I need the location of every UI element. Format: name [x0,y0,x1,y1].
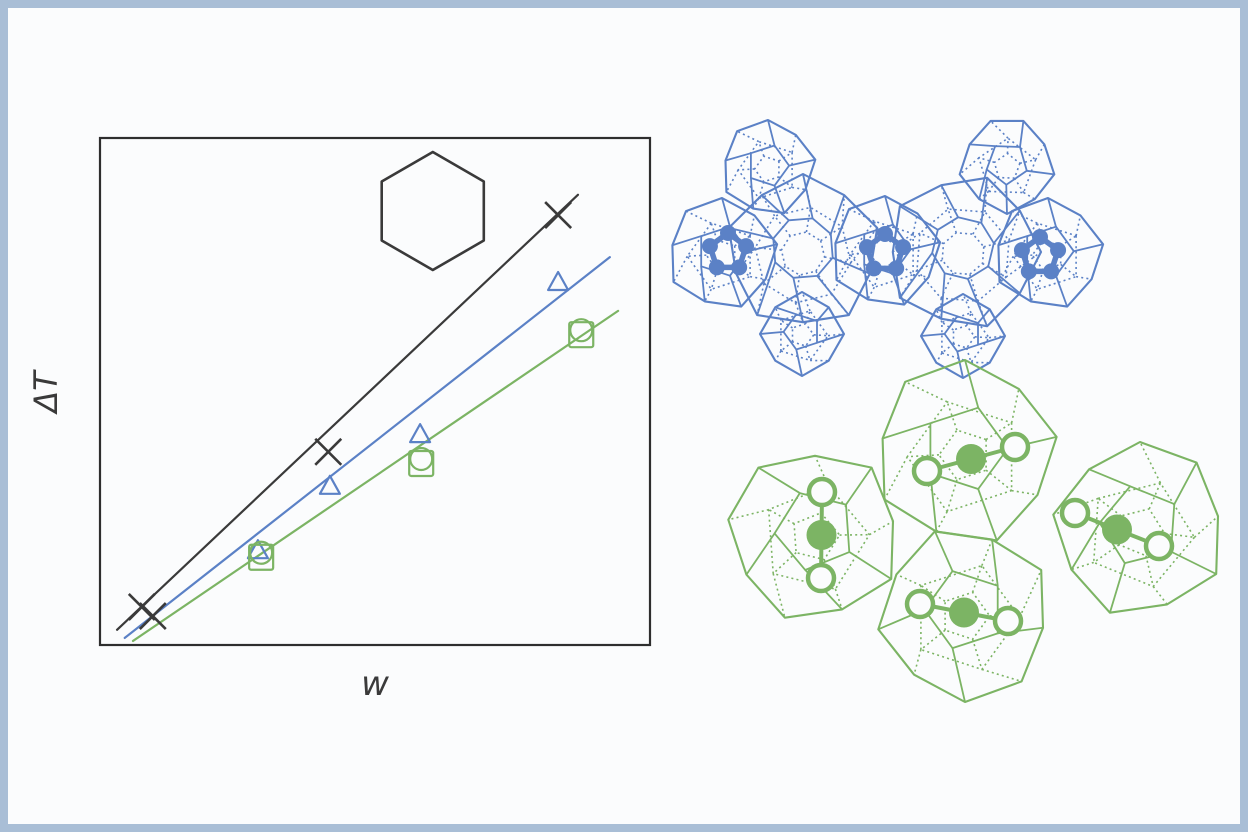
cage-outline [834,194,942,306]
guest-center-atom [806,520,837,550]
cage-hidden-ring [737,140,793,200]
blue-cage-structure [671,118,1105,380]
cage-hidden-face [780,231,826,276]
cage-outline [877,530,1045,704]
y-axis-label: ΔT [27,369,65,416]
cage-front-face [931,216,995,280]
cage-outline [958,119,1056,216]
guest-atom [1013,242,1030,259]
guest-end-atom [904,588,936,620]
cage [758,290,846,378]
data-point-blue-triangle [546,270,570,292]
guest-atom [708,259,725,276]
guest-atom [888,260,905,277]
cage-hidden-face [952,324,976,349]
cage-front-face [772,217,834,279]
data-point-black-x [138,602,167,631]
cage-hidden-face [791,322,815,347]
cage-hidden-face [753,155,780,183]
data-point-blue-triangle [409,423,432,444]
cage-outline [724,118,817,215]
guest-atom [877,226,893,242]
hexagon-molecule-icon [380,150,486,272]
guest-end-atom [1059,497,1091,529]
fit-line-black-x [115,193,580,631]
data-point-blue-triangle [318,474,341,495]
guest-end-atom [992,605,1024,637]
figure-background [8,8,1240,824]
guest-end-atom [911,455,943,487]
cage-hidden-face [941,231,985,276]
cage [919,292,1007,380]
cage-front-face [750,144,790,187]
cage [727,454,895,619]
data-point-black-x [314,437,343,466]
cage-front-face [773,492,851,571]
guest-atom [1043,263,1060,280]
guest-atom [1020,263,1037,280]
guest-atom [731,259,748,276]
guest-end-atom [999,431,1031,463]
cage [834,194,942,306]
cage-hidden-face [1118,507,1166,557]
cage-front-face [985,145,1028,186]
fit-line-blue-triangle [123,256,611,640]
data-point-black-x [127,593,156,621]
cage-hidden-face [793,511,841,561]
fit-line-green-square-circle [131,309,620,643]
guest-center-atom [956,444,986,474]
ring-guest-molecule [701,225,755,276]
cage-hidden-ring [1092,481,1196,588]
linear-guest-molecule [904,588,1024,637]
guest-center-atom [1102,514,1132,545]
cage-hidden-face [944,591,991,641]
plot-frame [98,136,652,647]
cage-hidden-ring [780,309,829,362]
guest-atom [858,239,875,256]
data-point-blue-triangle [246,539,269,560]
cage [727,172,879,324]
cage [958,119,1056,216]
cage-outline [919,292,1007,380]
cage-outline [1052,440,1220,614]
linear-guest-molecule [911,431,1031,487]
cage [724,118,817,215]
guest-center-atom [949,597,979,628]
guest-atom [895,239,912,256]
data-point-black-x [544,201,573,229]
chart [98,136,652,647]
guest-atom [1032,229,1048,245]
x-axis-label: w [361,664,389,704]
cage-hidden-ring [978,137,1037,194]
guest-atom [1050,242,1067,259]
cage-outline [727,172,879,324]
cage [997,196,1105,308]
cage-outline [671,196,779,308]
data-point-green-square-circle [248,540,275,571]
cage-front-face [782,313,818,351]
guest-atom [865,260,882,277]
ring-guest-molecule [1013,229,1067,280]
data-point-green-square-circle [408,446,435,478]
ring-guest-molecule [858,226,912,277]
guest-atom [701,238,718,255]
cage-outline [758,290,846,378]
cage-outline [997,196,1105,308]
guest-atom [738,238,755,255]
linear-guest-molecule [1059,497,1175,562]
cage-hidden-ring [906,400,1013,513]
data-point-green-square-circle [568,318,595,349]
guest-end-atom [806,476,838,508]
cage-front-face [943,315,979,353]
guest-atom [720,225,736,241]
guest-end-atom [805,562,837,594]
cage-hidden-face [993,152,1021,179]
cage-outline [727,454,895,619]
linear-guest-molecule [805,476,838,594]
cage [671,196,779,308]
green-cage-structure [727,358,1220,704]
guest-end-atom [1143,530,1175,562]
cage-hidden-ring [767,484,871,591]
